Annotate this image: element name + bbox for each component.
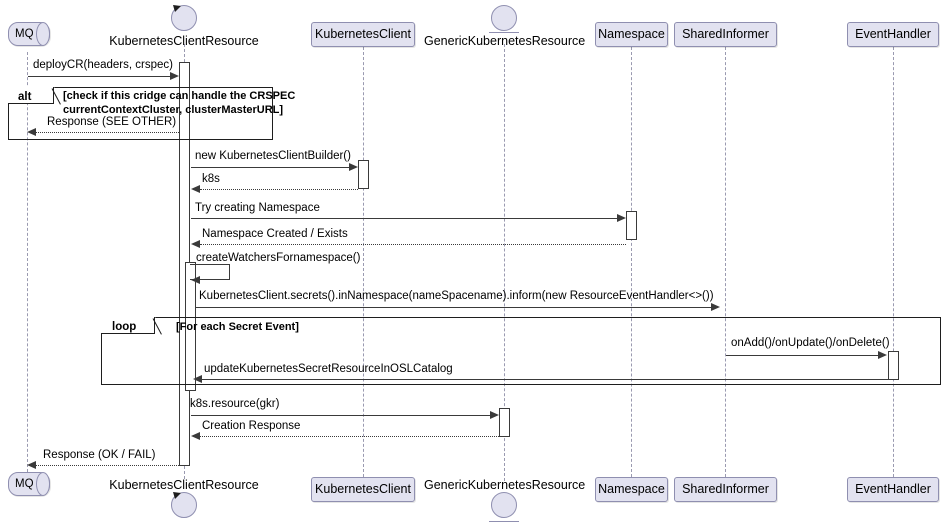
participant-kclient-label-top: KubernetesClient [315,27,411,42]
participant-gkr-label-top: GenericKubernetesResource [424,34,586,48]
participant-kubernetesclientresource-top[interactable]: KubernetesClientResource [109,34,259,48]
participant-sharedinformer-top[interactable]: SharedInformer [674,22,777,47]
message-line-deploycr [28,76,171,77]
message-label-namespace-created-exists: Namespace Created / Exists [202,228,348,240]
message-arrowhead-k8s-resource-gkr [490,411,499,419]
message-line-response-see-other [36,132,179,133]
message-label-new-kubernetesclientbuilder: new KubernetesClientBuilder() [195,150,351,162]
message-line-namespace-created-exists [200,244,626,245]
participant-eventhandler-top[interactable]: EventHandler [847,22,939,47]
participant-generickubernetesresource-top[interactable]: GenericKubernetesResource [424,34,586,48]
participant-namespace-bottom[interactable]: Namespace [595,477,668,502]
entity-underline-icon-top [489,32,519,33]
participant-eventhandler-label-top: EventHandler [855,27,931,42]
lifeline-kubernetesclient [363,47,364,477]
queue-end-icon-bottom [36,472,50,496]
message-arrowhead-inform-resourceeventhandler [711,303,720,311]
message-label-creation-response: Creation Response [202,420,301,432]
message-label-k8s: k8s [202,173,220,185]
participant-sharedinformer-bottom[interactable]: SharedInformer [674,477,777,502]
entity-underline-icon-bottom [489,521,519,522]
message-arrowhead-creation-response [191,432,200,440]
activation-generickubernetesresource [499,408,510,437]
participant-gkr-label-bottom: GenericKubernetesResource [424,478,586,492]
queue-end-icon-top [36,22,50,46]
message-arrowhead-namespace-created-exists [191,240,200,248]
message-line-k8s-resource-gkr [191,415,491,416]
message-arrowhead-k8s [191,185,200,193]
participant-eventhandler-label-bottom: EventHandler [855,482,931,497]
message-arrowhead-deploycr [170,72,179,80]
control-circle-icon-bottom [171,492,197,518]
participant-namespace-label-bottom: Namespace [598,482,665,497]
lifeline-namespace [631,47,632,477]
message-label-onadd-onupdate-ondelete: onAdd()/onUpdate()/onDelete() [731,337,890,349]
message-label-inform-resourceeventhandler: KubernetesClient.secrets().inNamespace(n… [199,290,714,302]
activation-namespace [626,211,637,240]
fragment-loop-tab [101,317,155,334]
participant-mq-label-top: MQ [15,28,34,40]
message-line-updatekubernetessecretresource [202,379,888,380]
activation-kubernetesclient [358,160,369,189]
participant-eventhandler-bottom[interactable]: EventHandler [847,477,939,502]
message-label-response-see-other: Response (SEE OTHER) [47,116,177,128]
participant-kclient-label-bottom: KubernetesClient [315,482,411,497]
participant-kubernetesclient-bottom[interactable]: KubernetesClient [311,477,415,502]
fragment-loop [101,317,941,385]
fragment-alt-guard: [check if this cridge can handle the CRS… [63,90,296,118]
message-arrowhead-response-see-other [27,128,36,136]
lifeline-sharedinformer [725,47,726,477]
message-arrowhead-response-ok-fail [27,461,36,469]
participant-kcr-label-top: KubernetesClientResource [109,34,259,48]
message-label-createwatchersfornamespace: createWatchersFornamespace() [196,252,361,264]
fragment-loop-tab-notch-icon [155,317,164,334]
control-circle-icon-top [171,5,197,31]
message-arrowhead-onadd-onupdate-ondelete [878,351,887,359]
fragment-alt-guard-line1: [check if this cridge can handle the CRS… [63,90,296,102]
fragment-alt-tab-notch-icon [54,87,63,104]
fragment-alt-operator: alt [18,91,32,103]
participant-kubernetesclientresource-bottom[interactable]: KubernetesClientResource [109,478,259,492]
message-line-inform-resourceeventhandler [196,307,711,308]
message-label-updatekubernetessecretresource: updateKubernetesSecretResourceInOSLCatal… [204,363,453,375]
participant-sharedinformer-label-bottom: SharedInformer [682,482,769,497]
activation-kcr-nested [185,262,196,391]
message-arrowhead-createwatchersfornamespace [191,276,200,284]
message-arrowhead-updatekubernetessecretresource [193,375,202,383]
message-label-try-creating-namespace: Try creating Namespace [195,202,320,214]
fragment-alt-tab [8,87,54,104]
lifeline-eventhandler [893,47,894,477]
message-line-try-creating-namespace [191,218,618,219]
message-label-k8s-resource-gkr: k8s.resource(gkr) [190,398,280,410]
participant-kubernetesclient-top[interactable]: KubernetesClient [311,22,415,47]
participant-mq-label-bottom: MQ [15,478,34,490]
fragment-loop-guard-line1: [For each Secret Event] [176,321,299,333]
fragment-alt [8,87,273,140]
participant-generickubernetesresource-bottom[interactable]: GenericKubernetesResource [424,478,586,492]
message-line-onadd-onupdate-ondelete [726,355,879,356]
entity-circle-icon-top [491,5,517,31]
message-line-new-kubernetesclientbuilder [191,167,350,168]
lifeline-mq [27,52,28,472]
participant-kcr-label-bottom: KubernetesClientResource [109,478,259,492]
message-arrowhead-new-kubernetesclientbuilder [349,163,358,171]
activation-eventhandler [888,351,899,380]
message-label-response-ok-fail: Response (OK / FAIL) [43,449,156,461]
fragment-loop-guard: [For each Secret Event] [176,321,299,335]
lifeline-generickubernetesresource [504,44,505,481]
message-line-response-ok-fail [36,465,179,466]
fragment-alt-guard-line2: currentContextCluster, clusterMasterURL] [63,103,284,116]
message-selfcall-createwatchersfornamespace [190,264,230,280]
participant-namespace-top[interactable]: Namespace [595,22,668,47]
message-arrowhead-try-creating-namespace [617,214,626,222]
participant-namespace-label-top: Namespace [598,27,665,42]
message-line-k8s [200,189,358,190]
fragment-loop-operator: loop [112,321,137,333]
entity-circle-icon-bottom [491,492,517,518]
message-label-deploycr: deployCR(headers, crspec) [33,59,173,71]
participant-sharedinformer-label-top: SharedInformer [682,27,769,42]
message-line-creation-response [200,436,499,437]
